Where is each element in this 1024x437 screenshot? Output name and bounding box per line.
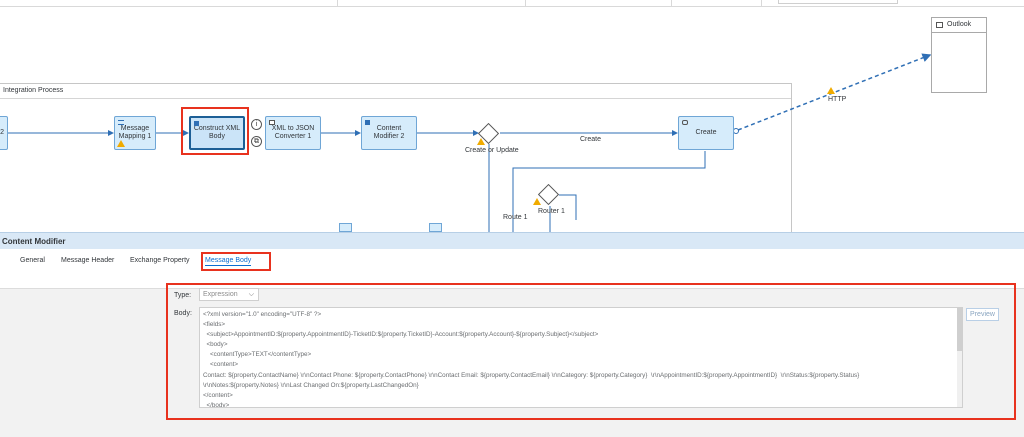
create-flow-label: Create <box>580 136 602 143</box>
body-editor-text: <?xml version="1.0" encoding="UTF-8" ?> <… <box>203 310 860 408</box>
body-label: Body: <box>174 310 192 317</box>
xml-to-json-label: XML to JSON Converter 1 <box>271 125 315 140</box>
code-line: <body> <box>203 341 228 349</box>
type-select[interactable]: Expression ⌵ <box>199 288 259 301</box>
code-line: <fields> <box>203 321 226 329</box>
step-left-label: 2 <box>0 129 4 136</box>
top-toolbar <box>0 0 1024 7</box>
router-label: Router 1 <box>538 208 565 215</box>
pool-title: Integration Process <box>3 87 64 94</box>
create-step[interactable]: Create <box>678 116 734 150</box>
code-line: <content> <box>203 361 239 369</box>
mapping-icon <box>118 120 124 125</box>
editor-scrollbar-thumb[interactable] <box>957 308 962 351</box>
message-mapping-step[interactable]: Message Mapping 1 <box>114 116 156 150</box>
editor-scrollbar[interactable] <box>957 308 962 407</box>
code-line: <?xml version="1.0" encoding="UTF-8" ?> <box>203 311 322 318</box>
construct-xml-body-step[interactable]: Construct XML Body <box>189 116 245 150</box>
code-line: </content> <box>203 391 233 399</box>
code-line: <contentType>TEXT</contentType> <box>203 351 312 359</box>
warning-icon <box>533 198 541 205</box>
construct-xml-body-label: Construct XML Body <box>193 125 241 140</box>
integration-flow-canvas[interactable]: Integration Process 2 Message Mapping 1 … <box>0 0 1024 232</box>
property-tabs: General Message Header Exchange Property… <box>0 249 1024 289</box>
route-label: Route 1 <box>503 214 528 221</box>
warning-icon <box>117 140 125 147</box>
converter-icon <box>269 120 275 125</box>
info-icon[interactable]: i <box>251 119 262 130</box>
body-editor[interactable]: <?xml version="1.0" encoding="UTF-8" ?> <… <box>199 307 963 408</box>
code-line: Contact: ${property.ContactName} \r\nCon… <box>203 371 860 379</box>
copy-icon[interactable]: ⧉ <box>251 136 262 147</box>
content-modifier-icon <box>194 121 199 126</box>
xml-to-json-step[interactable]: XML to JSON Converter 1 <box>265 116 321 150</box>
panel-title: Content Modifier <box>2 237 66 246</box>
content-modifier-icon <box>365 120 370 125</box>
integration-process-pool[interactable]: Integration Process <box>0 83 792 232</box>
panel-header: Content Modifier <box>0 232 1024 249</box>
message-mapping-label: Message Mapping 1 <box>118 125 152 140</box>
code-line: </body> <box>203 401 230 408</box>
toolbar-field[interactable] <box>778 0 898 4</box>
tab-exchange-property[interactable]: Exchange Property <box>130 257 190 264</box>
tab-message-header[interactable]: Message Header <box>61 257 115 264</box>
type-label: Type: <box>174 292 192 299</box>
preview-button[interactable]: Preview <box>966 308 999 321</box>
receiver-label: Outlook <box>947 21 972 28</box>
tab-general[interactable]: General <box>20 257 45 264</box>
tab-message-body[interactable]: Message Body <box>205 257 252 266</box>
outlook-receiver[interactable]: Outlook <box>931 17 987 93</box>
type-select-value: Expression <box>203 291 238 298</box>
content-modifier-2-step[interactable]: Content Modifier 2 <box>361 116 417 150</box>
step-partial-2[interactable] <box>429 223 442 232</box>
receiver-icon <box>936 22 943 28</box>
create-label: Create <box>695 129 717 136</box>
code-line: \r\nNotes:${property.Notes} \r\nLast Cha… <box>203 381 419 389</box>
content-modifier-2-label: Content Modifier 2 <box>373 125 405 140</box>
request-reply-icon <box>682 120 688 125</box>
code-line: <subject>AppointmentID:${property.Appoin… <box>203 331 599 339</box>
step-left-partial[interactable]: 2 <box>0 116 8 150</box>
chevron-down-icon: ⌵ <box>248 291 254 298</box>
form-area: Type: Expression ⌵ Body: <?xml version="… <box>0 232 1024 437</box>
step-partial-1[interactable] <box>339 223 352 232</box>
warning-icon <box>477 138 485 145</box>
gateway-label: Create or Update <box>465 147 519 154</box>
warning-icon <box>827 87 835 94</box>
adapter-label[interactable]: HTTP <box>828 96 847 103</box>
